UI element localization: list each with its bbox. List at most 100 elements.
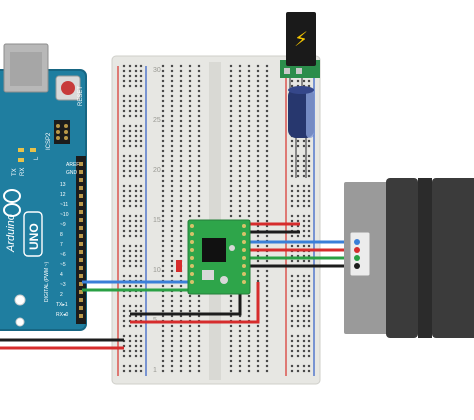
breadboard-hole: [170, 314, 174, 318]
breadboard-hole: [188, 129, 192, 133]
breadboard-hole: [170, 209, 174, 213]
breadboard-hole: [139, 334, 143, 338]
breadboard-hole: [128, 369, 132, 373]
breadboard-hole: [122, 369, 126, 373]
breadboard-hole: [170, 144, 174, 148]
breadboard-hole: [134, 154, 138, 158]
tx-label: TX: [12, 168, 18, 176]
breadboard-hole: [197, 154, 201, 158]
breadboard-hole: [265, 184, 269, 188]
breadboard-hole: [170, 74, 174, 78]
breadboard-hole: [247, 349, 251, 353]
jumper: [176, 260, 182, 272]
breadboard-hole: [265, 104, 269, 108]
breadboard-hole: [170, 119, 174, 123]
breadboard-hole: [134, 174, 138, 178]
breadboard-hole: [229, 149, 233, 153]
breadboard-hole: [161, 64, 165, 68]
breadboard-hole: [229, 79, 233, 83]
breadboard-hole: [265, 134, 269, 138]
breadboard-hole: [290, 84, 294, 88]
breadboard-hole: [307, 334, 311, 338]
breadboard-hole: [128, 164, 132, 168]
breadboard-hole: [290, 284, 294, 288]
breadboard-hole: [122, 354, 126, 358]
breadboard-hole: [122, 194, 126, 198]
breadboard-hole: [134, 104, 138, 108]
breadboard-hole: [161, 299, 165, 303]
breadboard-hole: [296, 219, 300, 223]
driver-pin: [242, 272, 246, 276]
breadboard-hole: [170, 179, 174, 183]
breadboard-hole: [170, 329, 174, 333]
pin-label: 8: [60, 232, 63, 238]
breadboard-hole: [139, 259, 143, 263]
breadboard-hole: [229, 194, 233, 198]
breadboard-hole: [290, 334, 294, 338]
breadboard-hole: [302, 169, 306, 173]
breadboard-hole: [256, 279, 260, 283]
breadboard-hole: [265, 189, 269, 193]
breadboard-hole: [256, 174, 260, 178]
breadboard-hole: [296, 314, 300, 318]
breadboard-hole: [290, 304, 294, 308]
breadboard-hole: [170, 334, 174, 338]
breadboard-hole: [197, 149, 201, 153]
breadboard-hole: [256, 349, 260, 353]
breadboard-hole: [179, 174, 183, 178]
breadboard-hole: [197, 99, 201, 103]
breadboard-hole: [161, 274, 165, 278]
breadboard-hole: [139, 99, 143, 103]
breadboard-hole: [122, 274, 126, 278]
driver-chip: [202, 238, 226, 262]
l-label: L: [34, 156, 40, 160]
breadboard-hole: [139, 204, 143, 208]
breadboard-hole: [139, 249, 143, 253]
breadboard-hole: [256, 199, 260, 203]
breadboard-hole: [188, 159, 192, 163]
reset-button-cap[interactable]: [61, 81, 75, 95]
breadboard-hole: [247, 164, 251, 168]
breadboard-hole: [307, 319, 311, 323]
breadboard-hole: [290, 364, 294, 368]
breadboard-hole: [170, 199, 174, 203]
breadboard-hole: [128, 109, 132, 113]
breadboard-hole: [179, 224, 183, 228]
header-pin: [79, 178, 83, 182]
breadboard-hole: [238, 139, 242, 143]
breadboard-hole: [296, 364, 300, 368]
breadboard-hole: [197, 79, 201, 83]
breadboard-hole: [229, 184, 233, 188]
breadboard-hole: [247, 214, 251, 218]
breadboard-hole: [265, 334, 269, 338]
breadboard-hole: [256, 334, 260, 338]
breadboard-hole: [229, 139, 233, 143]
breadboard-hole: [197, 304, 201, 308]
breadboard-hole: [170, 114, 174, 118]
breadboard-hole: [229, 109, 233, 113]
breadboard-hole: [238, 349, 242, 353]
breadboard-hole: [247, 309, 251, 313]
breadboard-hole: [188, 94, 192, 98]
breadboard-hole: [197, 359, 201, 363]
breadboard-hole: [238, 164, 242, 168]
breadboard-hole: [247, 154, 251, 158]
breadboard-hole: [170, 109, 174, 113]
breadboard-hole: [302, 154, 306, 158]
breadboard-hole: [256, 214, 260, 218]
driver-potentiometer: [202, 270, 214, 280]
breadboard-hole: [296, 164, 300, 168]
breadboard-hole: [302, 144, 306, 148]
breadboard-hole: [238, 119, 242, 123]
breadboard-hole: [139, 144, 143, 148]
breadboard-hole: [170, 249, 174, 253]
breadboard-hole: [197, 159, 201, 163]
breadboard-hole: [179, 109, 183, 113]
breadboard-hole: [139, 219, 143, 223]
breadboard-hole: [179, 209, 183, 213]
breadboard-hole: [229, 369, 233, 373]
breadboard-hole: [307, 144, 311, 148]
driver-pins: [190, 224, 246, 284]
breadboard-hole: [247, 124, 251, 128]
breadboard-hole: [256, 139, 260, 143]
